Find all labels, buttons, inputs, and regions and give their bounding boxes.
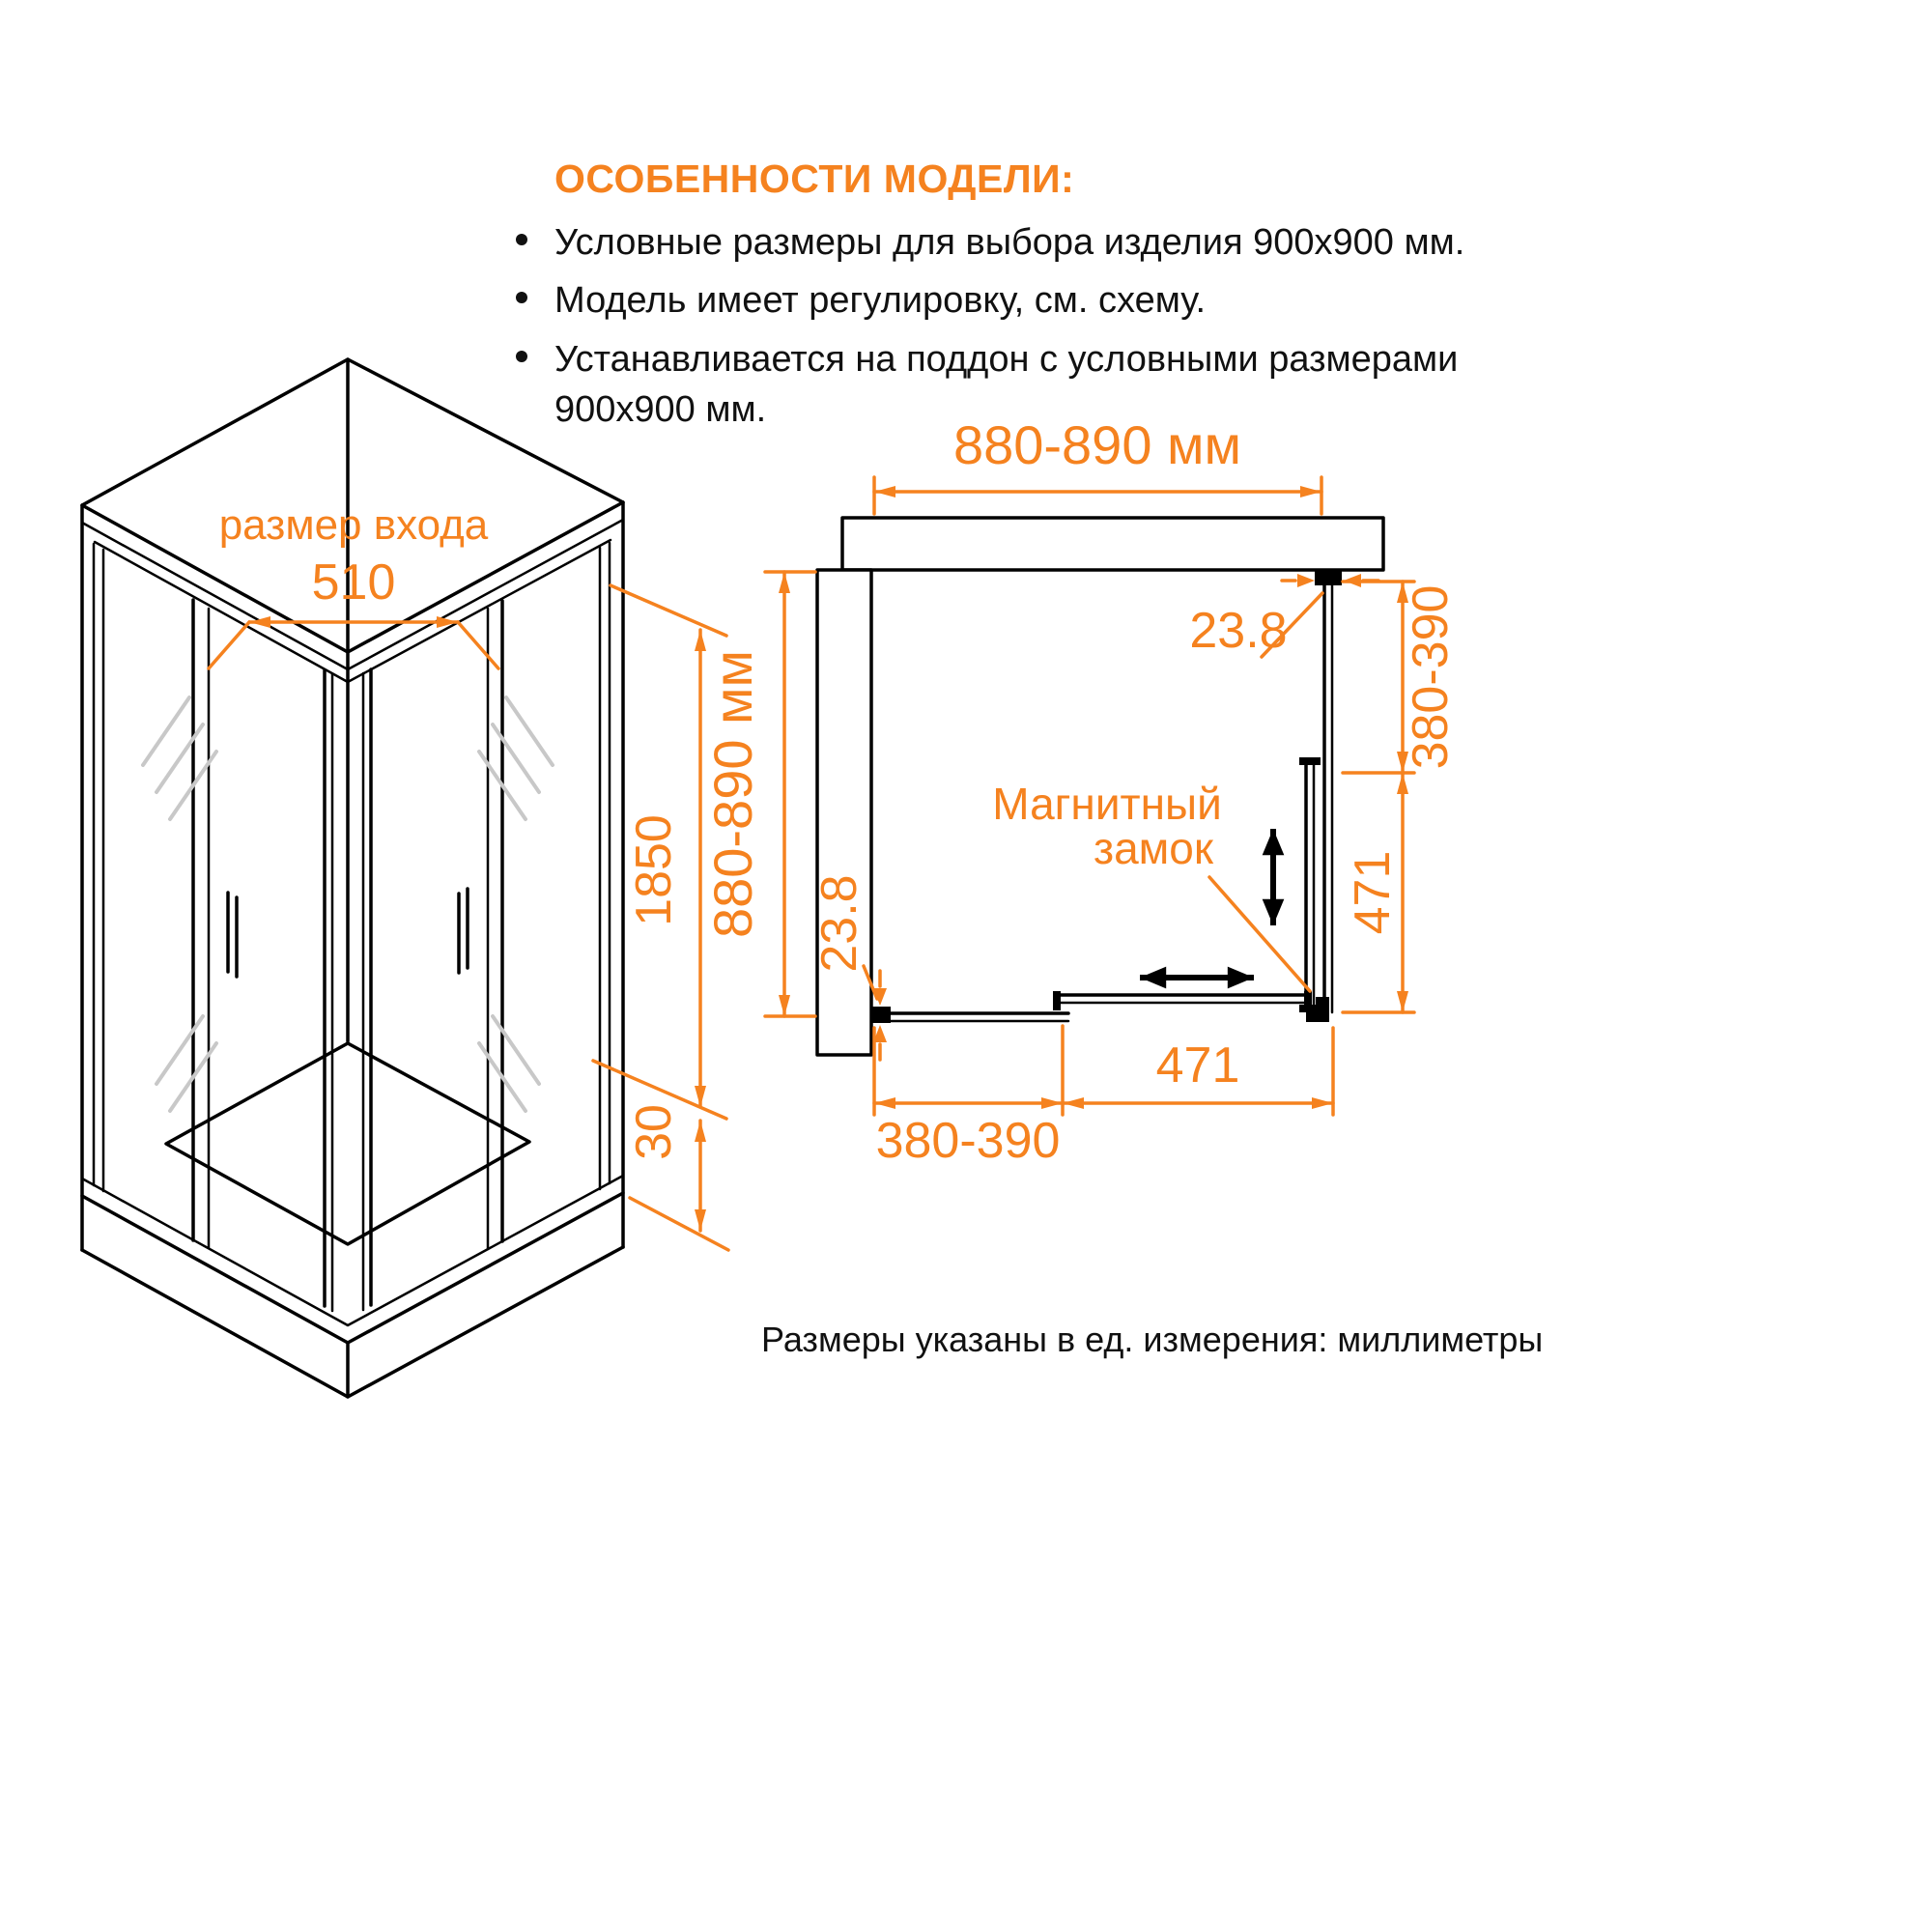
- plan-view: 880-890 мм 880-890 мм 380-390 471 23.8: [702, 414, 1459, 1169]
- units-note: Размеры указаны в ед. измерения: миллиме…: [761, 1320, 1544, 1359]
- magnetic-lock: [1306, 997, 1329, 1022]
- features-list: Условные размеры для выбора изделия 900x…: [504, 217, 1499, 436]
- bullet-dot: [516, 350, 527, 362]
- iso-dim-tray-height: 30: [626, 1104, 730, 1252]
- feature-item: Модель имеет регулировку, см. схему.: [504, 275, 1499, 326]
- feature-text: Условные размеры для выбора изделия 900x…: [554, 222, 1465, 263]
- iso-top-rail: [80, 500, 625, 654]
- left-depth-value: 880-890 мм: [702, 650, 763, 938]
- wall-profile-bottom-left: [871, 1007, 891, 1023]
- plan-dim-right-chain: 380-390 471: [1341, 580, 1459, 1014]
- magnet-label-line1: Магнитный: [992, 779, 1222, 829]
- bullet-dot: [516, 234, 527, 245]
- door-height-value: 1850: [626, 814, 682, 926]
- entrance-width-value: 510: [312, 554, 396, 611]
- plan-dim-left-depth: 880-890 мм: [702, 570, 817, 1018]
- features-title: ОСОБЕННОСТИ МОДЕЛИ:: [554, 156, 1075, 201]
- feature-text: Устанавливается на поддон с условными ра…: [554, 338, 1459, 431]
- magnetic-lock-label: Магнитный замок: [992, 779, 1312, 993]
- iso-dim-entrance: размер входа 510: [207, 501, 500, 670]
- iso-shower-tray: [80, 1041, 625, 1399]
- bullet-dot: [516, 292, 527, 304]
- bottom-door-value: 471: [1156, 1037, 1240, 1094]
- iso-right-glass-panels: [361, 541, 611, 1312]
- iso-top-rail-inner2: [93, 538, 612, 684]
- feature-item: Условные размеры для выбора изделия 900x…: [504, 217, 1499, 268]
- right-fixed-panel-value: 380-390: [1403, 585, 1459, 770]
- glass-shine: [141, 696, 218, 1113]
- features-block: ОСОБЕННОСТИ МОДЕЛИ: Условные размеры для…: [504, 156, 1499, 443]
- plan-right-glass: [1299, 570, 1342, 1014]
- magnet-leader-line: [1208, 875, 1312, 993]
- plan-dim-top-width: 880-890 мм: [872, 414, 1323, 516]
- feature-text: Модель имеет регулировку, см. схему.: [554, 280, 1207, 322]
- right-door-value: 471: [1345, 851, 1401, 935]
- door-handle-right: [457, 887, 469, 975]
- magnet-label-line2: замок: [1094, 823, 1214, 873]
- right-profile-adjust-value: 23.8: [1189, 603, 1287, 659]
- plan-dim-adjust-bottom: 23.8: [811, 874, 887, 1062]
- plan-dim-adjust-top: 23.8: [1189, 574, 1380, 659]
- bottom-profile-adjust-value: 23.8: [811, 874, 867, 972]
- iso-left-glass-panels: [92, 542, 334, 1313]
- plan-top-wall: [840, 516, 1385, 572]
- entrance-label: размер входа: [219, 501, 489, 549]
- door-handle-left: [226, 891, 239, 979]
- plan-dim-bottom-chain: 471 380-390: [872, 1024, 1335, 1169]
- iso-bottom-rail: [80, 1174, 625, 1327]
- top-width-value: 880-890 мм: [953, 414, 1241, 475]
- glass-shine: [477, 696, 554, 1113]
- iso-top-rail-inner: [80, 518, 625, 671]
- feature-item: Устанавливается на поддон с условными ра…: [504, 334, 1499, 436]
- wall-profile-top-right: [1315, 570, 1342, 585]
- plan-left-wall: [815, 568, 873, 1057]
- plan-bottom-glass: [871, 991, 1312, 1023]
- tray-height-value: 30: [626, 1104, 682, 1160]
- iso-dim-height: 1850: [591, 583, 728, 1121]
- bottom-fixed-panel-value: 380-390: [876, 1113, 1061, 1169]
- iso-view: размер входа 510 1850 30: [80, 357, 730, 1399]
